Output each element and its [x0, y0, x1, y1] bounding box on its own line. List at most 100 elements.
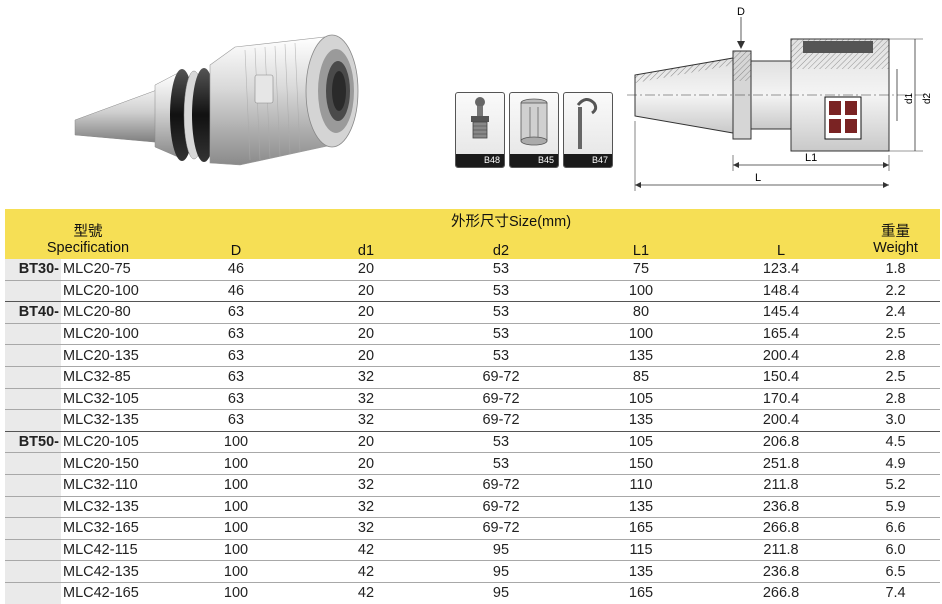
cell-l: 236.8 [762, 498, 800, 515]
cell-d2: 95 [492, 585, 510, 602]
cell-d1: 20 [357, 455, 375, 472]
dim-label-L: L [755, 172, 761, 184]
cell-d2: 53 [492, 326, 510, 343]
accessory-label: B45 [510, 154, 558, 167]
cell-d2: 69-72 [482, 477, 520, 494]
cell-model: MLC42-165 [63, 585, 139, 602]
cell-d2: 95 [492, 542, 510, 559]
series-prefix [5, 539, 61, 561]
dim-label-d1: d1 [904, 92, 915, 104]
cell-d1: 20 [301, 301, 431, 324]
accessory-b47: B47 [563, 92, 613, 168]
cell-weight: 2.8 [885, 347, 906, 364]
header-col-L1: L1 [571, 235, 711, 259]
cell-d2: 53 [492, 347, 510, 364]
cell-d2: 53 [492, 282, 510, 299]
accessory-b45: B45 [509, 92, 559, 168]
cell-l1: 165 [628, 585, 654, 602]
cell-l1: 100 [628, 282, 654, 299]
header-weight: 重量 Weight [851, 209, 941, 259]
cell-weight: 5.2 [885, 477, 906, 494]
cell-l1: 105 [571, 430, 711, 453]
cell-d: 46 [227, 261, 245, 278]
collet-sleeve-icon [520, 98, 548, 146]
cell-d: 63 [227, 390, 245, 407]
header-size-title: 外形尺寸Size(mm) [171, 209, 852, 235]
cell-model: MLC32-165 [63, 520, 139, 537]
cell-model: MLC42-115 [63, 542, 138, 559]
cell-d: 46 [227, 282, 245, 299]
cell-l1: 115 [629, 542, 653, 559]
cell-d: 100 [223, 520, 249, 537]
cell-l1: 80 [571, 301, 711, 324]
cell-l: 251.8 [762, 455, 800, 472]
cell-d1: 32 [357, 412, 375, 429]
cell-l: 200.4 [762, 412, 800, 429]
cell-l1: 75 [632, 261, 650, 278]
cell-d1: 20 [357, 261, 375, 278]
cell-weight: 4.5 [851, 430, 941, 453]
series-prefix [5, 388, 61, 410]
cell-d1: 42 [357, 585, 375, 602]
cell-model: MLC32-135 [63, 412, 139, 429]
technical-drawing: D d1 d2 L1 L [627, 6, 933, 191]
product-header: B48 B45 B47 [0, 0, 942, 205]
cell-d2: 53 [492, 261, 510, 278]
series-prefix: BT50- [5, 430, 61, 453]
cell-d1: 32 [357, 477, 375, 494]
series-prefix: BT40- [5, 301, 61, 324]
cell-l1: 135 [628, 563, 654, 580]
header-col-L: L [711, 235, 852, 259]
header-weight-zh: 重量 [881, 224, 911, 240]
cell-model: MLC20-105 [61, 430, 171, 453]
specification-table-wrap: 型號 Specification 外形尺寸Size(mm) 重量 Weight … [5, 209, 941, 604]
cell-weight: 6.6 [885, 520, 906, 537]
series-prefix [5, 452, 61, 475]
series-prefix [5, 344, 61, 367]
cell-d2: 53 [492, 455, 510, 472]
header-spec-en: Specification [46, 240, 130, 256]
series-prefix [5, 366, 61, 389]
cell-d: 100 [223, 477, 249, 494]
cell-model: MLC20-150 [63, 455, 139, 472]
cell-d1: 20 [357, 347, 375, 364]
cell-weight: 2.2 [885, 282, 906, 299]
cell-l: 148.4 [762, 282, 800, 299]
cell-d: 100 [223, 542, 249, 559]
cell-d2: 69-72 [482, 412, 520, 429]
header-col-d2: d2 [431, 235, 571, 259]
series-prefix [5, 560, 61, 583]
cell-model: MLC20-80 [61, 301, 171, 324]
cell-l1: 85 [632, 369, 650, 386]
cell-l: 150.4 [762, 369, 800, 386]
cell-l: 145.4 [711, 301, 852, 324]
cell-d: 63 [227, 369, 245, 386]
cell-d: 100 [223, 498, 249, 515]
cell-l1: 165 [628, 520, 654, 537]
accessory-label: B48 [456, 154, 504, 167]
header-specification: 型號 Specification [5, 209, 171, 259]
cell-l: 266.8 [762, 585, 800, 602]
cell-model: MLC32-85 [63, 369, 131, 386]
cell-model: MLC32-110 [63, 477, 138, 494]
cell-d1: 32 [357, 520, 375, 537]
cell-d2: 69-72 [482, 498, 520, 515]
cell-l: 206.8 [711, 430, 852, 453]
cell-l1: 135 [628, 347, 654, 364]
header-weight-en: Weight [873, 240, 918, 256]
accessory-icons: B48 B45 B47 [455, 92, 613, 168]
series-prefix: BT30- [5, 259, 61, 281]
cell-weight: 6.5 [885, 563, 906, 580]
cell-d: 100 [223, 563, 249, 580]
